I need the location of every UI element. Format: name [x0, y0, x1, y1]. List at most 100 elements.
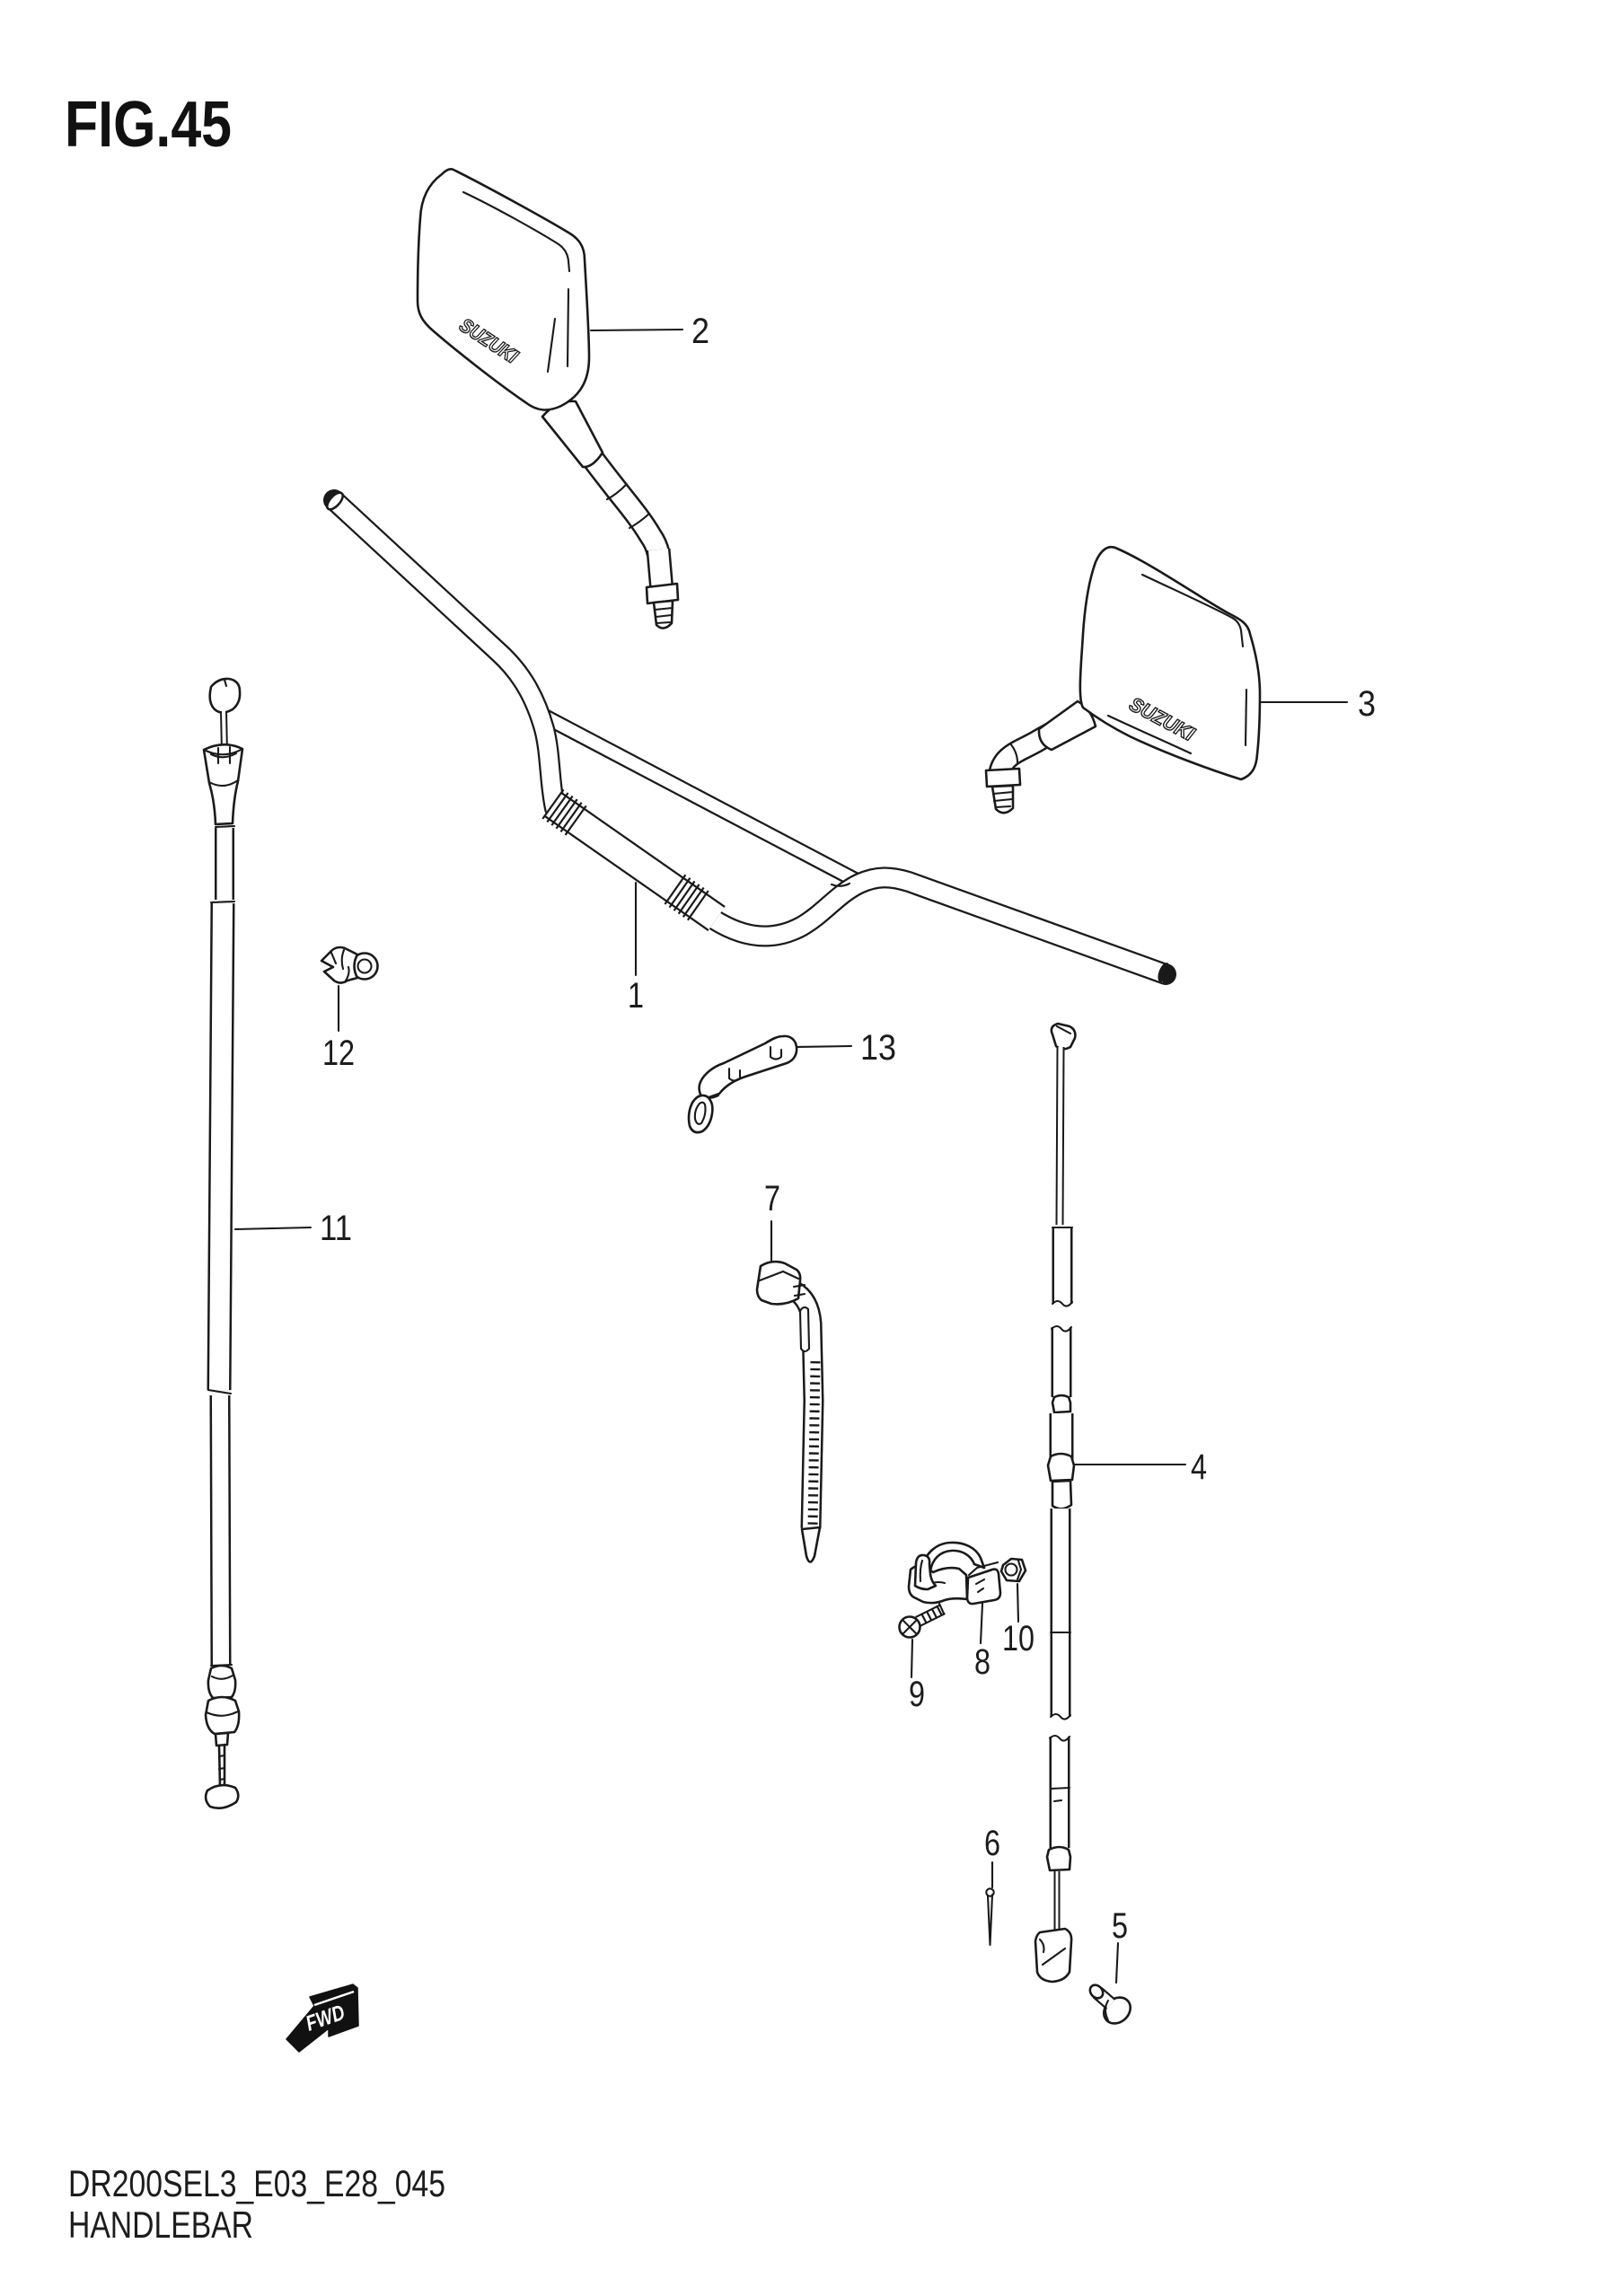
- clamp-band: [920, 1541, 986, 1573]
- strap-tip: [800, 1526, 822, 1563]
- mirror-right-stud-collar: [984, 767, 1022, 788]
- fwd-marker: FWD: [286, 1984, 359, 2053]
- cable4-ferrule: [1051, 1394, 1072, 1414]
- handlebar-crossbar: [540, 714, 860, 883]
- detail-line: [693, 1101, 707, 1125]
- detail-line: [210, 1674, 234, 1680]
- callout-9: 9: [909, 1638, 925, 1714]
- detail-line: [938, 1602, 946, 1615]
- mirror-left-stud-collar: [645, 582, 680, 605]
- text-label: 4: [1191, 1447, 1207, 1487]
- clamp-left-finger: [913, 1553, 938, 1591]
- callout-10: 10: [1002, 1582, 1035, 1658]
- detail-line: [209, 752, 238, 759]
- leader-line-13: [796, 1044, 853, 1049]
- text-label: 5: [1112, 1906, 1128, 1946]
- clutch-cable-barrel-top: [214, 824, 236, 829]
- mirror-left-body: SUZUKI: [416, 168, 591, 411]
- bracket-slot-2: [727, 1067, 742, 1082]
- leader-line-9: [910, 1638, 914, 1679]
- text-label: 13: [860, 1028, 896, 1068]
- clutch-cable-nipple: [208, 677, 242, 714]
- mirror-right-bottom-line: [1106, 714, 1193, 755]
- detail-line: [223, 678, 228, 688]
- cotter-pin-eye: [985, 1887, 995, 1897]
- part-nut: 10: [999, 1557, 1035, 1658]
- part-bolt: 5: [1088, 1906, 1132, 2025]
- handlebar-left-cap: [325, 491, 345, 511]
- handlebar-weld-mark: [830, 882, 851, 887]
- detail-line: [1051, 1479, 1073, 1510]
- c11-sheath-a-inner: [219, 903, 223, 1390]
- detail-line: [965, 1568, 1002, 1605]
- callout-5: 5: [1112, 1906, 1128, 1984]
- clutch-cable-clevis: [204, 1663, 241, 1809]
- detail-line: [202, 743, 244, 826]
- part-throttle-cable: 4: [1034, 1022, 1207, 1984]
- mirror-left-stem-neck: [541, 400, 604, 469]
- detail-line: [1046, 1452, 1076, 1482]
- callout-11: 11: [233, 1209, 352, 1248]
- detail-line: [919, 1559, 924, 1583]
- figure-title: FIG.45: [65, 89, 232, 161]
- cable4-break-d: [1048, 1734, 1071, 1742]
- leader-line-8: [979, 1602, 984, 1645]
- text-label: 10: [1002, 1619, 1035, 1658]
- detail-line: [974, 1578, 986, 1594]
- cable4-break-c: [1049, 1712, 1072, 1720]
- detail-line: [653, 606, 674, 625]
- callout-12: 12: [322, 984, 355, 1073]
- wire-clamp-ring-hole: [357, 958, 373, 974]
- callout-13: 13: [796, 1028, 896, 1068]
- part-handlebar: [324, 490, 1172, 984]
- part-cable-strap: 7: [755, 1179, 822, 1563]
- mirror-left-stem: [541, 400, 680, 629]
- clutch-cable-adjuster: [202, 743, 244, 826]
- fwd-arrow: [286, 1984, 359, 2053]
- throttle-cable-nipple: [1050, 1022, 1077, 1051]
- text-label: 11: [320, 1209, 352, 1248]
- mirror-right-stem: [984, 699, 1096, 814]
- cable4-end-ferrule: [1045, 1845, 1072, 1872]
- detail-line: [1038, 1938, 1067, 1966]
- cable4-break-a: [1051, 1299, 1074, 1307]
- footer-code: DR200SEL3_E03_E28_045: [68, 2162, 445, 2204]
- strap-slot: [798, 1306, 811, 1353]
- cable4-joint: [1046, 1452, 1076, 1510]
- callout-8: 8: [974, 1602, 990, 1682]
- text-label: 9: [909, 1675, 925, 1714]
- detail-line: [758, 1270, 800, 1282]
- detail-line: [792, 1283, 806, 1298]
- mirror-left-stem-joint-3: [628, 512, 651, 530]
- detail-line: [216, 745, 232, 765]
- detail-line: [313, 1990, 355, 2007]
- callout-3: 3: [1259, 684, 1376, 724]
- callout-4: 4: [1073, 1447, 1207, 1487]
- detail-line: [205, 1710, 240, 1717]
- detail-line: [1049, 1786, 1071, 1803]
- mirror-left-inner-edge: [462, 190, 571, 273]
- text-label: 8: [974, 1642, 990, 1682]
- mirror-right-body: SUZUKI: [1079, 545, 1262, 781]
- part-clutch-cable: 11: [202, 677, 352, 1809]
- handlebar-right-cap: [1158, 963, 1170, 982]
- strap-head: [755, 1260, 802, 1306]
- text-label: 2: [691, 312, 709, 351]
- clamp-lug: [965, 1561, 1002, 1605]
- part-cable-clamp: 8: [907, 1541, 1002, 1682]
- cotter-pin-body: [986, 1893, 994, 1947]
- bracket-loop: [687, 1094, 714, 1134]
- detail-line: [416, 168, 591, 411]
- callout-7: 7: [764, 1179, 780, 1264]
- part-wire-clamp: 12: [320, 946, 379, 1073]
- part-screw: 9: [898, 1602, 946, 1714]
- callout-2: 2: [589, 312, 709, 351]
- detail-line: [207, 779, 240, 787]
- detail-line: [991, 790, 1015, 809]
- leader-line-11: [233, 1226, 313, 1231]
- c4-wire-inner: [1060, 1047, 1061, 1225]
- part-mirror-right: SUZUKI 3: [984, 545, 1376, 814]
- hb-cross-inner: [540, 714, 860, 883]
- clutch-cable-sheath-joint: [207, 1388, 233, 1395]
